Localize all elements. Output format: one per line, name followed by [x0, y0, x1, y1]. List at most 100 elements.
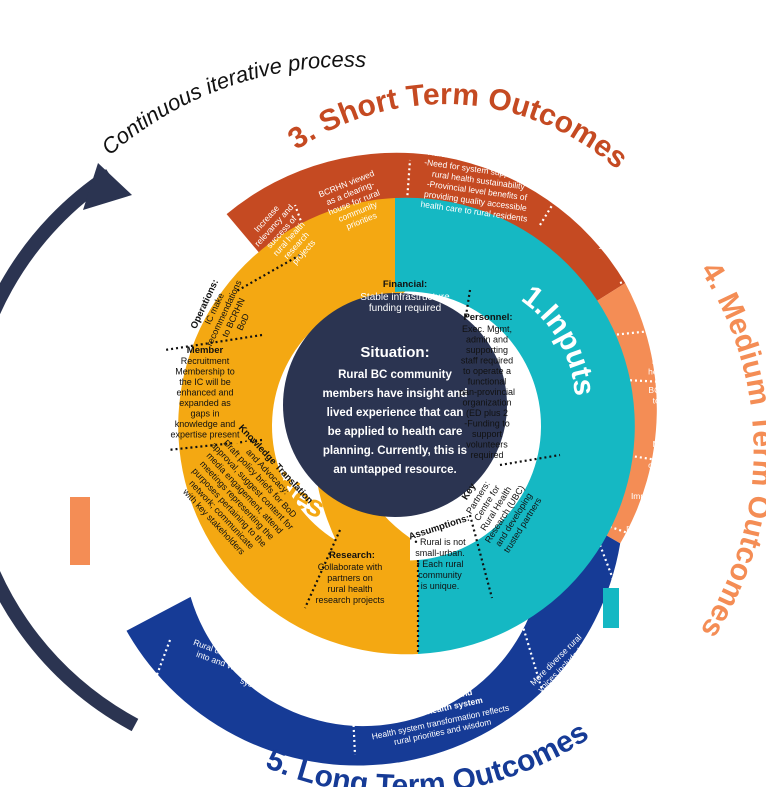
activities-member-title: Member: [187, 345, 224, 356]
cycle-arrow-shaft: [0, 169, 139, 732]
text-line: Rural BC community: [338, 369, 452, 381]
text-line: planning. Currently, this is: [323, 445, 467, 457]
text-line: support: [472, 429, 503, 439]
text-line: recommendations: [626, 523, 694, 533]
cycle-arrow-head: [83, 163, 132, 210]
text-line: based on: [643, 512, 678, 522]
situation-title: Situation:: [360, 344, 429, 361]
text-line: staff required: [461, 356, 513, 366]
text-line: admin and: [466, 335, 508, 345]
text-line: volunteers: [466, 440, 508, 450]
text-line: gaps in: [190, 409, 219, 419]
text-line: the IC will be: [179, 377, 231, 387]
text-line: communities: [648, 460, 696, 470]
text-line: supporting: [466, 345, 508, 355]
text-line: system: [664, 417, 691, 427]
text-line: rural health: [327, 584, 372, 594]
text-line: Membership to: [175, 367, 235, 377]
text-line: required: [470, 450, 503, 460]
text-line: by BoD: [654, 305, 682, 315]
text-line: lived experience that can: [327, 407, 464, 419]
activities-band-2: [178, 198, 418, 655]
text-line: • Each rural: [417, 559, 464, 569]
cycle-arrow: [0, 163, 619, 732]
text-line: • Rural is not: [414, 537, 466, 547]
medium-term-title: 4. Medium Term Outcomes: [694, 256, 766, 644]
text-line: partners on: [327, 573, 373, 583]
text-line: More rural: [653, 439, 692, 449]
text-line: community: [418, 570, 462, 580]
text-line: small-urban.: [415, 548, 465, 558]
cycle-accent-teal: [603, 588, 619, 628]
text-line: members have insight and: [322, 388, 467, 400]
text-line: recommendations: [634, 295, 702, 305]
text-line: organization: [462, 398, 511, 408]
text-line: enhanced and: [176, 388, 233, 398]
activities-research-title: Research:: [329, 550, 375, 561]
inputs-band: [395, 197, 635, 654]
text-line: funding required: [369, 303, 441, 314]
text-line: BCRHN: [657, 481, 687, 491]
text-line: -Funding to: [464, 419, 510, 429]
inputs-personnel-title: Personnel:: [463, 312, 512, 323]
long-membership-body: MorerepresentativeBCRHNmembership: [613, 558, 678, 629]
text-line: be applied to health care: [328, 426, 463, 438]
text-line: Exec. Mgmt,: [462, 324, 512, 334]
text-line: is unique.: [421, 581, 460, 591]
text-line: planning: [661, 427, 693, 437]
text-line: evidence: [660, 346, 694, 356]
long-term-band: [126, 495, 621, 766]
text-line: (ED plus 2: [466, 408, 508, 418]
text-line: an untapped resource.: [333, 464, 456, 476]
text-line: from BoD: [642, 544, 678, 554]
cycle-accent-orange: [70, 497, 90, 565]
text-line: health planning: [648, 367, 706, 377]
text-line: expertise present: [170, 430, 240, 440]
text-line: base for rural: [652, 356, 702, 366]
text-line: knowledge and: [175, 419, 236, 429]
long-membership: MorerepresentativeBCRHNmembership: [613, 558, 678, 629]
inputs-partners-body: Partners:Centre forRural HealthResearch …: [456, 467, 544, 556]
situation-circle: [283, 293, 507, 517]
situation-body: Rural BC community members have insight a…: [322, 369, 467, 476]
text-line: Approval of: [647, 284, 691, 294]
inputs-partners: Key Partners:Centre forRural HealthResea…: [456, 467, 544, 556]
text-line: Recruitment: [181, 356, 230, 366]
text-line: Implementation: [631, 491, 689, 501]
text-line: expanded as: [179, 398, 231, 408]
cycle-label: Continuous iterative process: [97, 47, 367, 160]
text-line: pan-provincial: [459, 387, 515, 397]
text-line: residents/: [654, 450, 691, 460]
text-line: Strengthen: [656, 335, 698, 345]
text-line: of direction: [639, 502, 681, 512]
text-line: in health: [661, 406, 693, 416]
text-line: to participate: [653, 396, 702, 406]
text-line: research projects: [315, 595, 385, 605]
text-line: Collaborate with: [318, 562, 383, 572]
text-line: to operate a: [463, 366, 511, 376]
text-line: join: [664, 471, 679, 481]
short-awareness: Increase awarenessin BC about: -Rural he…: [420, 127, 538, 224]
text-line: BCRHN invited: [648, 385, 705, 395]
text-line: Stable infrastructure: [360, 292, 450, 303]
text-line: and approval: [635, 533, 684, 543]
